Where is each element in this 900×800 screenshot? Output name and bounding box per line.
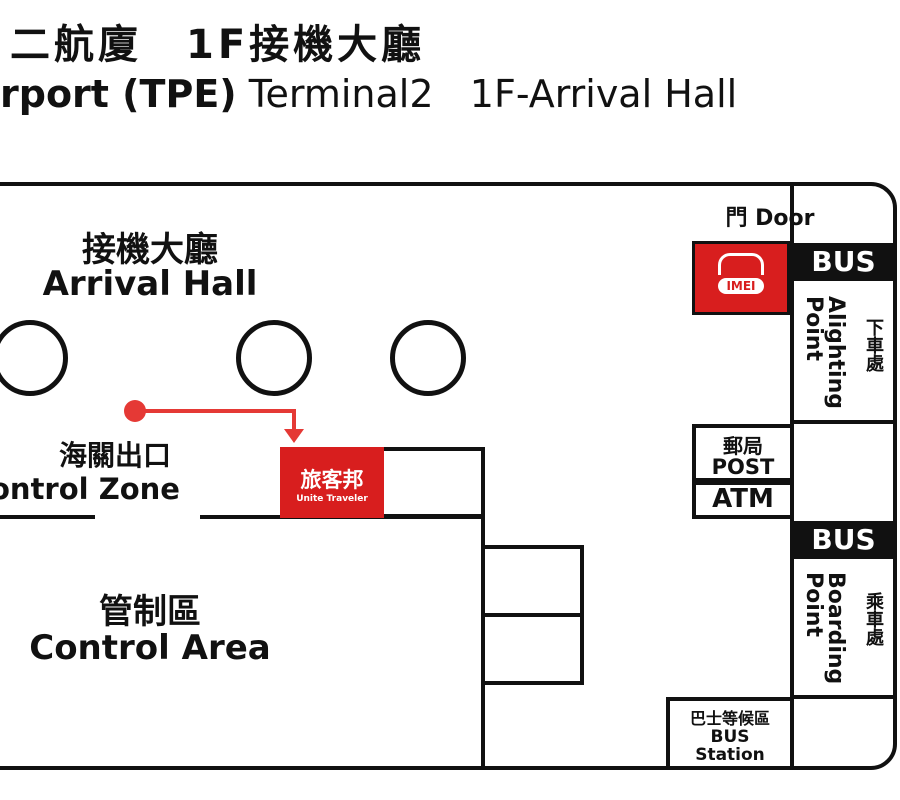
airport-code-label: rport (TPE) [0, 72, 237, 116]
floor-map [0, 182, 897, 770]
bus-station-label-en-1: BUS [710, 727, 750, 747]
terminal-label: Terminal2 [248, 72, 434, 116]
post-office-label-en: POST [711, 455, 775, 479]
arrival-hall-label-zh: 接機大廳 [82, 230, 218, 270]
boarding-point-label-en: Boarding Point [801, 572, 848, 685]
bus-sign-bottom: BUS [794, 521, 893, 559]
pillar-1 [0, 320, 68, 396]
bus-station-label-en-2: Station [695, 745, 765, 765]
alighting-point-label-en: Alighting Point [801, 296, 848, 409]
control-area-block-2 [481, 613, 584, 685]
unite-traveler-logo-en: Unite Traveler [296, 494, 368, 504]
control-zone-line-left [0, 515, 95, 519]
shop-block [380, 447, 485, 518]
route-line-horizontal [136, 409, 296, 413]
imei-logo-text: IMEI [718, 278, 764, 294]
page-title-chinese: 二航廈 1F接機大廳 [10, 22, 426, 68]
route-line-vertical [292, 409, 296, 431]
pillar-3 [390, 320, 466, 396]
arrival-hall-label-en: Arrival Hall [42, 264, 258, 304]
boarding-point-label-zh: 乘車處 [863, 592, 884, 646]
boarding-divider [794, 695, 894, 699]
alighting-point-label-zh: 下車處 [863, 318, 884, 372]
page-title-english: rport (TPE) Terminal2 1F-Arrival Hall [0, 72, 737, 116]
crown-icon [718, 253, 764, 275]
customs-exit-label-zh: 海關出口 [58, 439, 171, 472]
control-area-block-1 [481, 545, 584, 617]
bus-station [666, 697, 794, 770]
atm [692, 481, 794, 519]
route-arrow-icon [284, 429, 304, 443]
bus-sign-top: BUS [794, 243, 893, 281]
bus-station-label-zh: 巴士等候區 [689, 709, 770, 728]
customs-exit-label-en: ontrol Zone [0, 472, 180, 506]
post-office [692, 424, 794, 482]
atm-label: ATM [712, 484, 774, 514]
route-start-dot [124, 400, 146, 422]
control-area-label-en: Control Area [29, 628, 271, 668]
unite-traveler-logo-zh: 旅客邦 [300, 468, 364, 492]
pillar-2 [236, 320, 312, 396]
unite-traveler-logo: 旅客邦 Unite Traveler [280, 447, 384, 518]
imei-logo: IMEI [692, 241, 790, 315]
post-office-label-zh: 郵局 [723, 434, 763, 458]
floor-label: 1F-Arrival Hall [469, 72, 738, 116]
door-label: 門 Door [725, 206, 815, 231]
alighting-divider [794, 420, 894, 424]
control-area-label-zh: 管制區 [99, 592, 201, 632]
